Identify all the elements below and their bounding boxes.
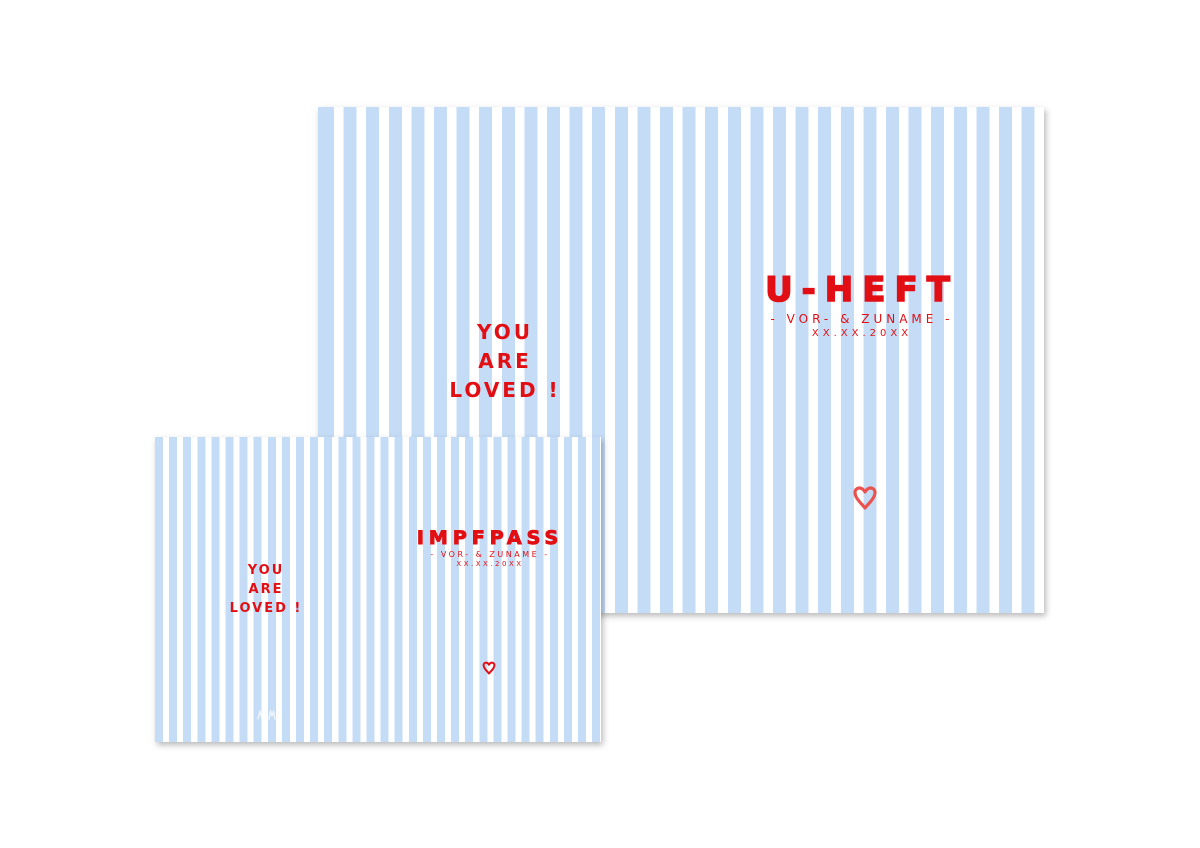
greeting-line: LOVED ! xyxy=(229,600,303,616)
u-heft-title-block: U-HEFT - VOR- & ZUNAME - XX.XX.20XX xyxy=(752,269,972,339)
impfpass-title-block: IMPFPASS - VOR- & ZUNAME - XX.XX.20XX xyxy=(400,527,580,569)
greeting-line: ARE xyxy=(248,581,284,597)
heart-icon xyxy=(852,485,878,511)
logo-mark-icon xyxy=(256,708,280,722)
greeting-line: YOU xyxy=(247,563,285,578)
greeting-line: YOU xyxy=(476,320,533,344)
heart-icon xyxy=(482,661,496,675)
name-placeholder: - VOR- & ZUNAME - xyxy=(770,312,954,326)
you-are-loved-text: YOU ARE LOVED ! xyxy=(430,318,580,405)
name-placeholder: - VOR- & ZUNAME - xyxy=(430,550,550,559)
greeting-line: LOVED ! xyxy=(449,378,561,402)
date-placeholder: XX.XX.20XX xyxy=(456,560,524,568)
cover-title: U-HEFT xyxy=(764,269,959,311)
date-placeholder: XX.XX.20XX xyxy=(811,328,913,339)
greeting-line: ARE xyxy=(478,349,532,373)
cover-title: IMPFPASS xyxy=(416,527,564,550)
you-are-loved-text: YOU ARE LOVED ! xyxy=(218,562,314,619)
impfpass-cover xyxy=(155,437,601,742)
